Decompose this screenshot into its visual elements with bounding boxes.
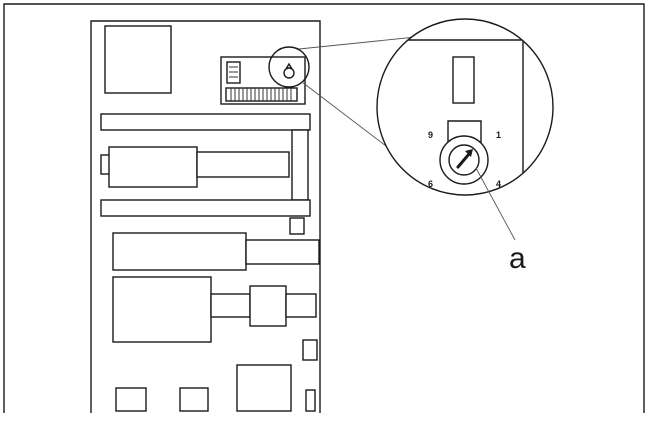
relay-extension	[196, 151, 290, 178]
large-component-extension	[245, 239, 320, 265]
dial-label-bottom-left: 6	[428, 179, 433, 189]
callout-label: a	[509, 242, 526, 275]
arrow-pointer-icon	[465, 149, 473, 157]
zoom-circle	[376, 18, 554, 196]
connector-left	[115, 387, 147, 412]
control-module	[220, 46, 310, 105]
upper-rail	[100, 113, 311, 131]
dial-label-top-right: 1	[496, 130, 501, 140]
terminal-strip	[225, 87, 298, 102]
small-component	[289, 217, 305, 235]
callout-a: a	[475, 167, 526, 275]
shaft-right	[285, 293, 317, 318]
board-outline	[90, 20, 321, 413]
dial-label-top-left: 9	[428, 130, 433, 140]
zoomed-detail: 9 1 6 4	[376, 18, 554, 196]
outer-frame	[3, 3, 645, 413]
dial-tab	[447, 120, 482, 146]
connector-right	[305, 389, 316, 412]
lower-rail	[100, 199, 311, 217]
dial-pointer	[456, 152, 471, 169]
connector-large	[236, 364, 292, 412]
vertical-rail	[291, 129, 309, 201]
large-component-upper	[112, 232, 247, 271]
coupling	[249, 285, 287, 327]
zoomed-switch	[452, 56, 475, 104]
dial-label-bottom-right: 4	[496, 179, 501, 189]
small-dial-icon	[283, 67, 295, 79]
small-fuse	[302, 339, 318, 361]
relay-body	[108, 146, 198, 188]
shaft-left	[210, 293, 251, 318]
circuit-board	[90, 20, 321, 413]
small-dial-tab-icon	[285, 62, 293, 70]
motor-block	[112, 276, 212, 343]
transformer-block	[104, 25, 172, 94]
connector-middle	[179, 387, 209, 412]
rotary-dial[interactable]	[439, 120, 489, 185]
small-magnifier-circle	[268, 46, 310, 88]
callout-leader	[475, 167, 516, 241]
terminal-pins	[230, 88, 292, 101]
